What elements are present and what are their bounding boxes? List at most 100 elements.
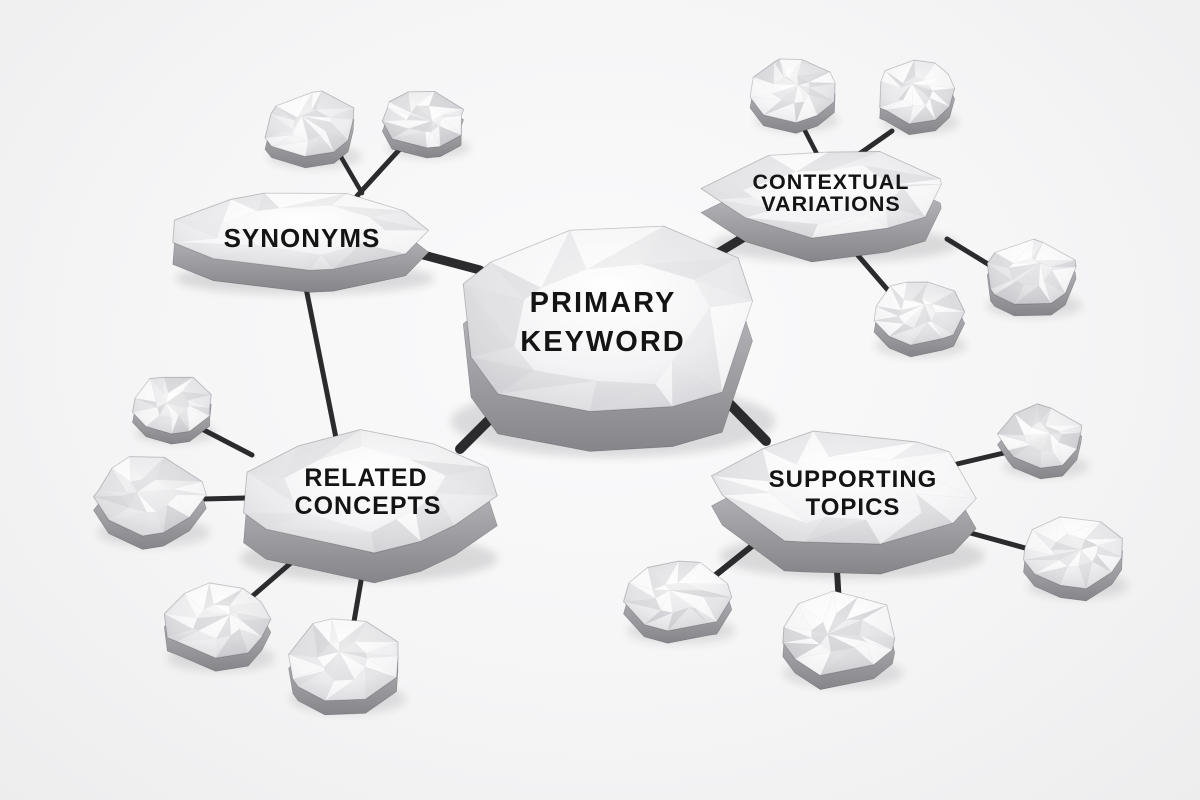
stone-facet xyxy=(339,651,365,680)
stone-facet xyxy=(1031,403,1040,428)
stone-facet xyxy=(862,605,895,639)
stone-facet xyxy=(354,666,366,700)
stone-facet xyxy=(743,155,797,190)
stone-facet xyxy=(667,607,690,631)
stone-facet xyxy=(1023,554,1059,561)
stone-facet xyxy=(471,346,535,371)
stone-facet xyxy=(889,281,908,301)
stone-facet xyxy=(1066,533,1085,550)
stone-facet xyxy=(717,199,775,218)
stone-top-face xyxy=(749,58,836,124)
stone-facet xyxy=(137,489,177,495)
stone-facet xyxy=(236,612,271,621)
stone-facet xyxy=(995,252,1014,268)
stone-facet xyxy=(266,513,372,533)
stone-facet xyxy=(860,619,895,639)
stone-facet xyxy=(628,582,657,600)
stone-facet xyxy=(435,475,498,496)
node-stone-synonyms xyxy=(172,192,430,293)
stone-facet xyxy=(901,299,925,311)
stone-facet xyxy=(885,206,926,228)
stone-facet xyxy=(1078,561,1093,589)
stone-facet xyxy=(811,213,889,239)
stone-facet xyxy=(1008,445,1030,457)
stone-facet xyxy=(184,582,210,611)
stone-facet xyxy=(463,262,525,300)
stone-facet xyxy=(137,479,173,493)
stone-top-face xyxy=(873,281,966,346)
stone-facet xyxy=(794,651,832,676)
stone-facet xyxy=(389,91,411,113)
stone-facet xyxy=(93,490,122,497)
stone-facet xyxy=(163,377,169,395)
stone-facet xyxy=(845,596,888,621)
stone-facet xyxy=(193,614,230,631)
stone-facet xyxy=(669,583,686,591)
node-stone-primary-keyword xyxy=(462,225,753,452)
stone-facet xyxy=(623,598,661,611)
stone-facet xyxy=(312,618,333,644)
stone-facet xyxy=(333,243,406,270)
stone-facet xyxy=(339,641,366,653)
central-node-label-line2: KEYWORD xyxy=(520,326,685,358)
satellite-stone-supporting-topics-2 xyxy=(782,590,896,690)
stone-facet xyxy=(213,588,244,606)
stone-facet xyxy=(665,561,679,585)
satellite-stone-related-concepts-4 xyxy=(288,618,399,716)
stone-facet xyxy=(382,107,407,121)
stone-facet xyxy=(1080,539,1098,550)
stone-facet xyxy=(445,467,498,496)
stone-facet xyxy=(1078,549,1093,566)
stone-facet xyxy=(813,431,918,457)
stone-facet xyxy=(644,610,673,625)
stone-facet xyxy=(1014,285,1052,305)
stone-facet xyxy=(187,409,210,432)
stone-facet xyxy=(891,442,950,460)
stone-facet xyxy=(319,429,362,460)
stone-facet xyxy=(889,178,942,186)
stone-facet xyxy=(425,120,432,132)
stone-facet xyxy=(216,614,231,639)
stone-facet xyxy=(163,504,190,533)
stone-facet xyxy=(866,512,922,545)
stone-facet xyxy=(711,475,770,496)
stone-facet xyxy=(669,590,704,609)
stone-facet xyxy=(898,304,925,317)
stone-facet xyxy=(150,378,164,402)
stone-facet xyxy=(441,114,462,118)
stone-facet xyxy=(709,300,753,393)
stone-facet xyxy=(935,311,965,335)
stone-facet xyxy=(903,76,916,84)
stone-facet xyxy=(890,184,942,187)
stone-facet xyxy=(171,415,179,434)
stone-facet xyxy=(925,97,936,121)
connector-line xyxy=(954,449,1011,467)
stone-facet xyxy=(808,94,835,116)
stone-facet xyxy=(1051,267,1076,294)
stone-facet xyxy=(1024,263,1040,286)
stone-facet xyxy=(305,252,322,271)
stone-facet xyxy=(911,83,933,91)
stone-facet xyxy=(787,75,798,86)
stone-facet xyxy=(122,492,138,508)
stone-facet xyxy=(263,192,347,209)
stone-facet xyxy=(1037,403,1052,422)
stone-facet xyxy=(301,109,316,116)
contextual-variations-label-line2: VARIATIONS xyxy=(761,192,900,216)
stone-facet xyxy=(426,131,441,149)
stone-facet xyxy=(187,394,212,408)
stone-facet xyxy=(142,512,164,536)
stone-facet xyxy=(774,59,784,77)
stone-facet xyxy=(236,601,271,619)
stone-facet xyxy=(209,583,244,605)
stone-facet xyxy=(315,91,354,110)
stone-facet xyxy=(429,106,464,115)
stone-facet xyxy=(382,120,409,129)
stone-facet xyxy=(1086,561,1112,589)
satellite-stone-supporting-topics-4 xyxy=(1023,516,1123,602)
stone-facet xyxy=(1085,521,1123,540)
stone-facet xyxy=(415,510,455,542)
stone-facet xyxy=(247,445,299,478)
stone-facet xyxy=(311,91,322,110)
stone-facet xyxy=(137,479,156,493)
